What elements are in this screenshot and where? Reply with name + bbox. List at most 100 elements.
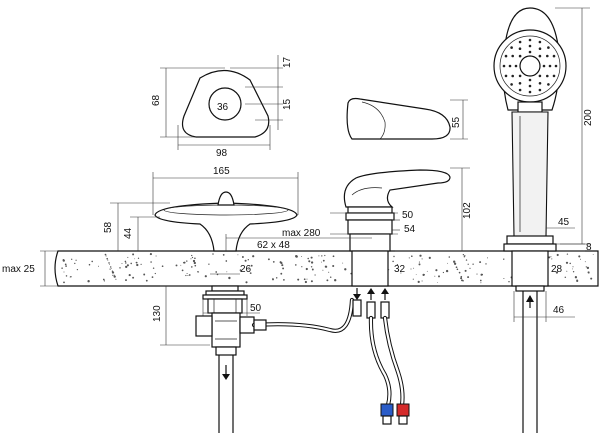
speckle: [98, 265, 99, 267]
label-handle-width: 98: [216, 148, 228, 159]
nozzle: [511, 54, 514, 58]
dim-max25: max 25: [2, 250, 58, 287]
speckle: [112, 274, 114, 276]
speckle: [508, 280, 510, 283]
speckle: [421, 280, 423, 282]
spout: 165 58 44 26 50 130: [103, 166, 355, 433]
speckle: [584, 261, 586, 263]
speckle: [121, 263, 123, 264]
speckle: [462, 254, 465, 256]
speckle: [310, 266, 313, 268]
speckle: [453, 262, 457, 265]
label-spout-26: 26: [240, 264, 252, 275]
speckle: [104, 253, 107, 256]
label-mixer-102: 102: [462, 202, 473, 219]
speckle: [208, 263, 210, 265]
counter-speckles: [61, 253, 594, 284]
speckle: [61, 267, 63, 269]
speckle: [418, 263, 421, 266]
speckle: [303, 278, 306, 281]
speckle: [417, 280, 420, 283]
speckle: [297, 278, 300, 281]
speckle: [204, 275, 207, 278]
nozzle: [528, 78, 532, 82]
speckle: [110, 267, 112, 269]
speckle: [396, 264, 399, 266]
speckle: [461, 279, 463, 282]
speckle: [70, 276, 72, 278]
speckle: [469, 267, 471, 269]
speckle: [419, 254, 422, 257]
speckle: [480, 273, 483, 276]
speckle: [311, 268, 314, 271]
speckle: [592, 253, 594, 255]
speckle: [103, 280, 105, 282]
speckle: [322, 259, 325, 262]
nozzle: [510, 46, 513, 49]
speckle: [155, 255, 157, 257]
speckle: [408, 257, 410, 259]
nozzle: [552, 54, 556, 58]
nozzle: [547, 46, 550, 49]
speckle: [415, 273, 417, 275]
label-max-280: max 280: [282, 228, 321, 239]
speckle: [326, 279, 329, 282]
speckle: [301, 266, 303, 268]
speckle: [479, 279, 482, 282]
speckle: [476, 273, 478, 275]
speckle: [572, 266, 574, 268]
speckle: [301, 256, 303, 258]
speckle: [119, 267, 121, 269]
speckle: [460, 277, 463, 280]
speckle: [74, 262, 76, 265]
speckle: [442, 271, 445, 274]
speckle: [181, 269, 184, 272]
speckle: [435, 269, 438, 272]
label-spout-h2: 44: [123, 227, 134, 239]
speckle: [503, 277, 505, 280]
speckle: [175, 264, 178, 267]
speckle: [193, 261, 196, 265]
speckle: [305, 267, 308, 271]
hand-shower: 200 45 8 28 46: [493, 7, 594, 433]
speckle: [105, 255, 107, 257]
speckle: [161, 265, 164, 268]
speckle: [294, 264, 297, 266]
speckle: [393, 255, 395, 258]
speckle: [191, 254, 193, 257]
speckle: [150, 261, 152, 263]
nozzle: [518, 88, 522, 92]
nozzle: [538, 47, 542, 50]
speckle: [244, 259, 247, 262]
speckle: [324, 254, 326, 257]
speckle: [132, 253, 135, 256]
speckle: [586, 266, 590, 270]
speckle: [182, 261, 185, 264]
speckle: [125, 279, 127, 282]
speckle: [130, 262, 132, 265]
speckle: [106, 257, 108, 260]
speckle: [465, 259, 468, 261]
speckle: [111, 271, 115, 274]
speckle: [187, 274, 189, 277]
nozzle: [511, 74, 514, 78]
speckle: [143, 273, 146, 276]
speckle: [126, 264, 129, 267]
label-lever-height: 55: [451, 116, 462, 128]
nozzle: [528, 38, 532, 42]
speckle: [124, 260, 127, 263]
nozzle: [538, 54, 542, 58]
speckle: [135, 261, 138, 264]
speckle: [421, 258, 423, 260]
speckle: [109, 263, 110, 265]
nozzle: [508, 64, 512, 68]
speckle: [180, 264, 182, 266]
speckle: [550, 256, 552, 258]
speckle: [186, 260, 188, 262]
speckle: [267, 258, 270, 261]
speckle: [479, 261, 482, 264]
nozzle: [546, 74, 549, 78]
label-shower-200: 200: [583, 109, 594, 126]
speckle: [310, 280, 313, 283]
